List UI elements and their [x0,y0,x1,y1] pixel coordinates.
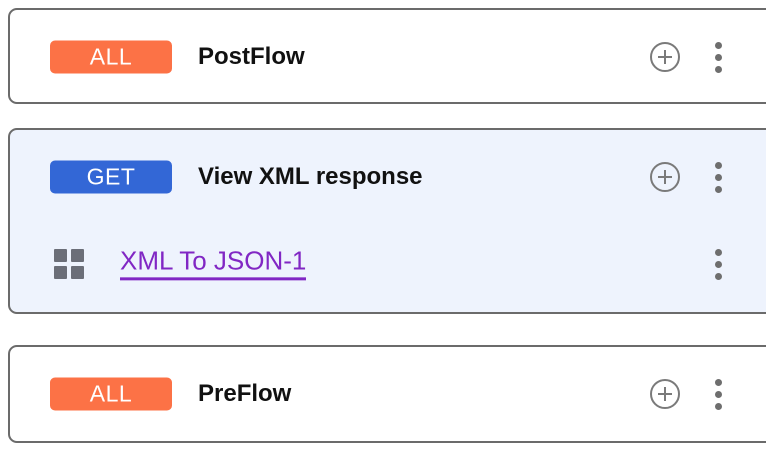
flow-card-preflow[interactable]: ALL PreFlow [8,345,766,443]
flow-title: View XML response [198,163,423,190]
grid-square [71,249,84,262]
kebab-menu-icon [714,377,722,411]
flow-card-view-xml-response[interactable]: GET View XML response XML To JSON-1 [8,128,766,314]
flow-menu-button[interactable] [707,160,729,194]
kebab-dot [714,65,722,73]
kebab-dot [714,248,722,256]
add-step-button[interactable] [648,377,682,411]
grid-square [71,266,84,279]
plus-circle-icon [650,379,680,409]
kebab-dot [714,272,722,280]
flow-header-row: ALL PostFlow [10,10,766,104]
flow-menu-button[interactable] [707,40,729,74]
policy-link-xml-to-json-1[interactable]: XML To JSON-1 [120,247,307,281]
kebab-dot [714,402,722,410]
flow-step-row: XML To JSON-1 [10,224,766,304]
step-menu-button[interactable] [707,247,729,281]
flow-header-row: ALL PreFlow [10,347,766,441]
plus-circle-icon [650,162,680,192]
kebab-dot [714,53,722,61]
flow-title: PreFlow [198,380,292,407]
kebab-menu-icon [714,40,722,74]
grid-square [54,249,67,262]
method-badge-all: ALL [50,40,172,74]
kebab-dot [714,161,722,169]
flow-card-postflow[interactable]: ALL PostFlow [8,8,766,104]
method-badge-get: GET [50,160,172,194]
kebab-menu-icon [714,247,722,281]
plus-circle-icon [650,42,680,72]
kebab-dot [714,390,722,398]
flow-menu-button[interactable] [707,377,729,411]
add-step-button[interactable] [648,40,682,74]
grid-squares-icon [54,249,84,279]
flow-header-row: GET View XML response [10,130,766,224]
add-step-button[interactable] [648,160,682,194]
method-badge-all: ALL [50,377,172,411]
kebab-dot [714,378,722,386]
kebab-dot [714,260,722,268]
grid-square [54,266,67,279]
kebab-menu-icon [714,160,722,194]
kebab-dot [714,185,722,193]
kebab-dot [714,173,722,181]
flow-title: PostFlow [198,43,305,70]
kebab-dot [714,41,722,49]
